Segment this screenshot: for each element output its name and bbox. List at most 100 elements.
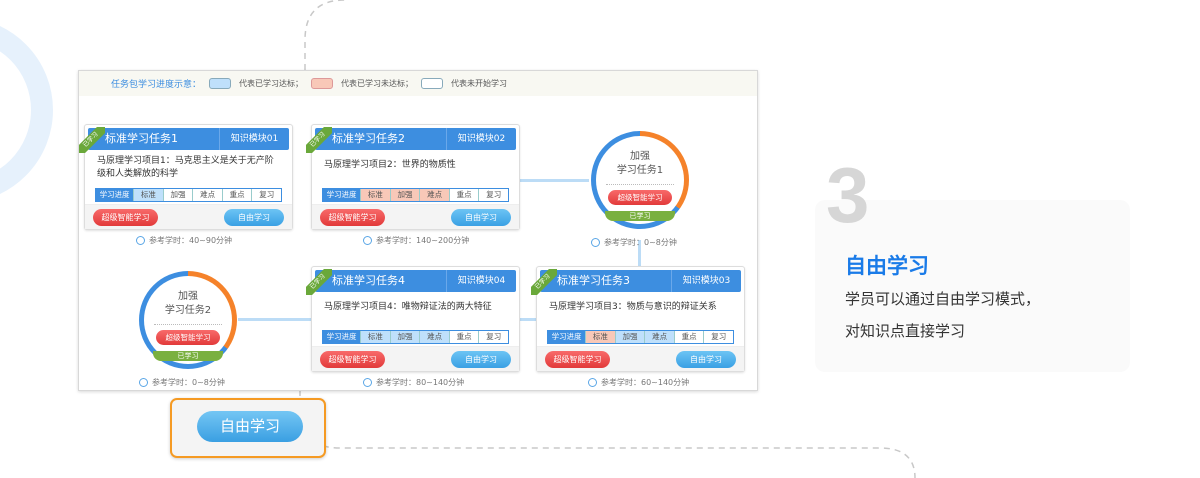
super-smart-study-button[interactable]: 超级智能学习 [545, 351, 610, 368]
free-study-button[interactable]: 自由学习 [451, 209, 511, 226]
reference-time: 参考学时：0~8分钟 [591, 237, 677, 248]
card-description: 马原理学习项目4：唯物辩证法的两大特征 [324, 302, 492, 312]
ribbon-label: 已学习 [306, 127, 332, 153]
circle-divider [154, 324, 222, 325]
progress-label: 学习进度 [96, 189, 134, 201]
super-smart-study-button[interactable]: 超级智能学习 [320, 351, 385, 368]
progress-step-not_reached[interactable]: 标准 [360, 189, 390, 201]
learned-ribbon: 已学习 [306, 269, 332, 295]
progress-step-not_started[interactable]: 复习 [478, 331, 509, 343]
card-footer: 超级智能学习 自由学习 [85, 204, 292, 229]
circle-inner: 加强学习任务1 [596, 136, 684, 224]
ribbon-label: 已学习 [531, 269, 557, 295]
progress-step-not_started[interactable]: 重点 [221, 189, 252, 201]
card-description: 马原理学习项目1：马克思主义是关于无产阶级和人类解放的科学 [97, 156, 274, 179]
clock-icon [588, 378, 597, 387]
reference-time: 参考学时：40~90分钟 [136, 235, 232, 246]
progress-step-not_started[interactable]: 重点 [448, 189, 479, 201]
learned-ribbon: 已学习 [306, 127, 332, 153]
free-study-button-large[interactable]: 自由学习 [197, 411, 303, 442]
progress-bar: 学习进度标准加强难点重点复习 [322, 330, 509, 344]
clock-icon [363, 236, 372, 245]
card-header: 标准学习任务1 知识模块01 [88, 128, 289, 150]
legend-swatch-not-started [421, 78, 444, 89]
ribbon-label: 已学习 [79, 127, 105, 153]
reference-time-text: 参考学时：0~8分钟 [152, 378, 225, 387]
legend-label: 代表未开始学习 [451, 79, 508, 88]
clock-icon [136, 236, 145, 245]
progress-step-reached[interactable]: 难点 [419, 331, 449, 343]
flow-arrow [519, 318, 537, 321]
circle-title: 加强 [630, 151, 650, 162]
super-smart-study-button[interactable]: 超级智能学习 [320, 209, 385, 226]
reference-time-text: 参考学时：40~90分钟 [149, 236, 233, 245]
flow-arrow [638, 240, 641, 268]
card-header: 标准学习任务3 知识模块03 [540, 270, 741, 292]
legend-label: 代表已学习未达标； [341, 79, 414, 88]
feature-desc-line2: 对知识点直接学习 [845, 322, 966, 340]
reference-time: 参考学时：80~140分钟 [363, 377, 464, 388]
card-footer: 超级智能学习 自由学习 [312, 346, 519, 371]
free-study-button[interactable]: 自由学习 [451, 351, 511, 368]
progress-step-reached[interactable]: 难点 [644, 331, 674, 343]
progress-legend: 任务包学习进度示意： 代表已学习达标； 代表已学习未达标； 代表未开始学习 [79, 71, 757, 96]
card-title[interactable]: 标准学习任务3 [557, 274, 630, 287]
reference-time-text: 参考学时：80~140分钟 [376, 378, 465, 387]
legend-swatch-not-reached [311, 78, 334, 89]
progress-label: 学习进度 [323, 189, 361, 201]
legend-title: 任务包学习进度示意： [111, 80, 202, 90]
super-smart-study-button[interactable]: 超级智能学习 [608, 190, 672, 205]
free-study-button[interactable]: 自由学习 [224, 209, 284, 226]
card-footer: 超级智能学习 自由学习 [312, 204, 519, 229]
progress-step-not_started[interactable]: 重点 [673, 331, 704, 343]
card-footer: 超级智能学习 自由学习 [537, 346, 744, 371]
super-smart-study-button[interactable]: 超级智能学习 [156, 330, 220, 345]
progress-step-not_reached[interactable]: 标准 [585, 331, 615, 343]
progress-step-not_started[interactable]: 复习 [703, 331, 734, 343]
clock-icon [591, 238, 600, 247]
card-title[interactable]: 标准学习任务2 [332, 132, 405, 145]
progress-step-reached[interactable]: 标准 [133, 189, 163, 201]
circle-inner: 加强学习任务2 [144, 276, 232, 364]
circle-subtitle: 学习任务1 [616, 165, 664, 176]
progress-step-not_started[interactable]: 复习 [251, 189, 282, 201]
reference-time: 参考学时：60~140分钟 [588, 377, 689, 388]
free-study-popup: 自由学习 [170, 398, 326, 458]
learned-ribbon: 已学习 [79, 127, 105, 153]
free-study-button[interactable]: 自由学习 [676, 351, 736, 368]
progress-step-not_reached[interactable]: 加强 [389, 189, 420, 201]
progress-step-reached[interactable]: 标准 [360, 331, 390, 343]
card-module: 知识模块03 [671, 270, 741, 292]
reference-time-text: 参考学时：60~140分钟 [601, 378, 690, 387]
learned-ribbon: 已学习 [531, 269, 557, 295]
card-title[interactable]: 标准学习任务1 [105, 132, 178, 145]
progress-step-not_started[interactable]: 复习 [478, 189, 509, 201]
card-module: 知识模块02 [446, 128, 516, 150]
learned-banner: 已学习 [605, 211, 675, 221]
progress-bar: 学习进度标准加强难点重点复习 [95, 188, 282, 202]
flow-arrow [238, 318, 311, 321]
reference-time: 参考学时：140~200分钟 [363, 235, 469, 246]
flow-arrow [519, 179, 589, 182]
progress-step-not_reached[interactable]: 难点 [419, 189, 449, 201]
card-header: 标准学习任务2 知识模块02 [315, 128, 516, 150]
learned-banner: 已学习 [153, 351, 223, 361]
circle-subtitle: 学习任务2 [164, 305, 212, 316]
progress-step-reached[interactable]: 加强 [389, 331, 420, 343]
progress-label: 学习进度 [548, 331, 586, 343]
card-module: 知识模块01 [219, 128, 289, 150]
progress-step-not_started[interactable]: 重点 [448, 331, 479, 343]
progress-step-not_started[interactable]: 难点 [192, 189, 222, 201]
clock-icon [139, 378, 148, 387]
card-description: 马原理学习项目2：世界的物质性 [324, 160, 456, 170]
feature-panel [815, 200, 1130, 372]
progress-step-not_started[interactable]: 加强 [162, 189, 193, 201]
legend-label: 代表已学习达标； [239, 79, 304, 88]
card-title[interactable]: 标准学习任务4 [332, 274, 405, 287]
super-smart-study-button[interactable]: 超级智能学习 [93, 209, 158, 226]
progress-step-reached[interactable]: 加强 [614, 331, 645, 343]
circle-divider [606, 184, 674, 185]
reference-time: 参考学时：0~8分钟 [139, 377, 225, 388]
